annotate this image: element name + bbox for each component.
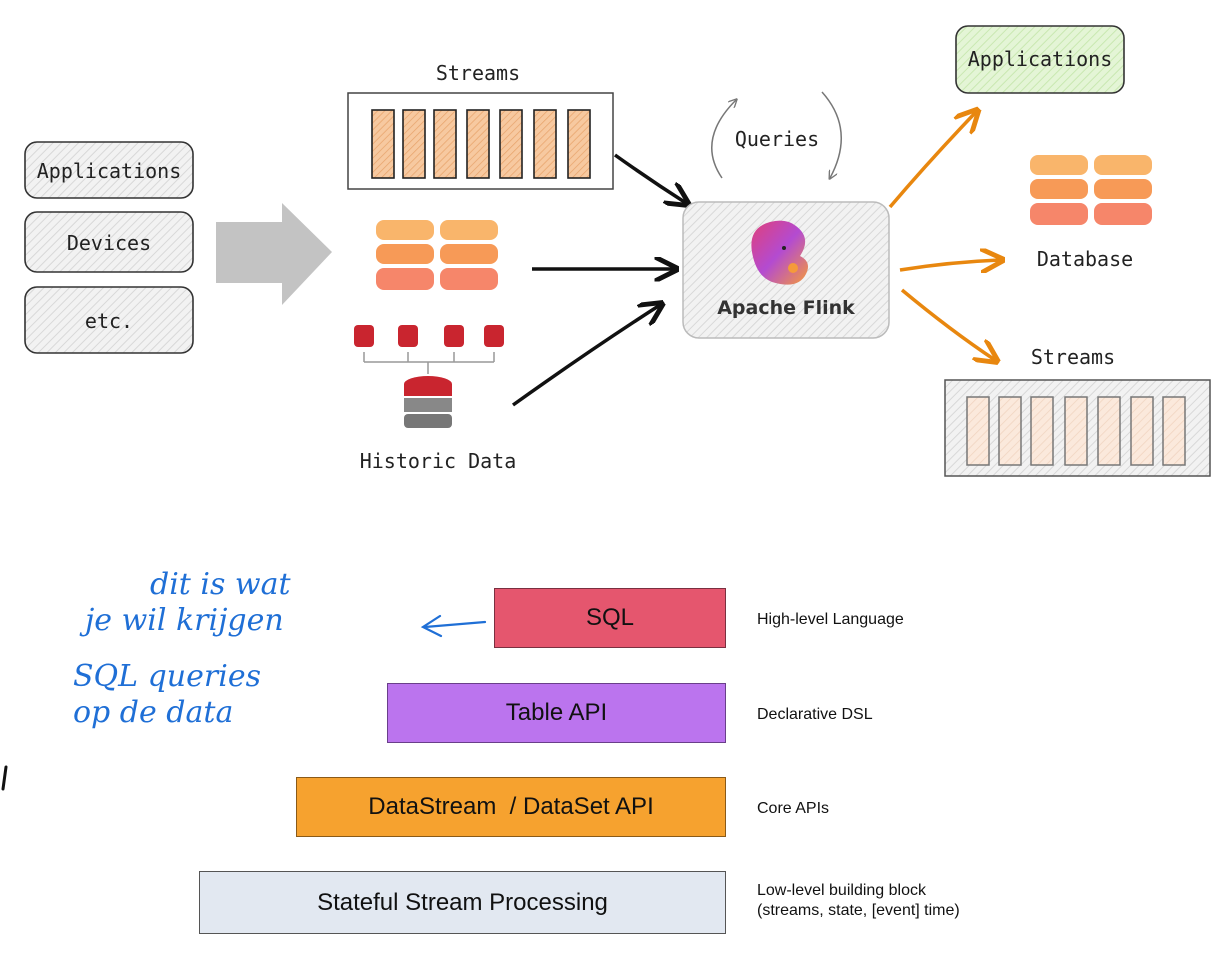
- ingest-arrow: [216, 203, 332, 305]
- output-applications-label: Applications: [968, 47, 1113, 71]
- source-etc-label: etc.: [85, 309, 133, 333]
- flink-to-streams-arrow: [900, 288, 995, 360]
- output-streams-label: Streams: [1031, 345, 1115, 369]
- historic-data-icon: [354, 325, 504, 428]
- output-database-label: Database: [1037, 247, 1133, 271]
- handwritten-annotation: dit is wat je wil krijgen SQL queries op…: [73, 567, 487, 730]
- layer-table-api-description: Declarative DSL: [757, 706, 873, 723]
- input-database-icon: [376, 220, 498, 290]
- layer-table-api: Table API: [387, 683, 726, 743]
- queries-arrow-right: [821, 91, 842, 178]
- annotation-line-1: dit is wat: [150, 567, 291, 602]
- layer-sql: SQL: [494, 588, 726, 648]
- output-streams-box: [944, 379, 1211, 477]
- layer-datastream-api-label: DataStream / DataSet API: [368, 793, 654, 820]
- layer-sql-label: SQL: [585, 604, 635, 631]
- input-stream-events: [371, 109, 591, 179]
- queries-arrow-left: [711, 100, 736, 179]
- layer-sql-description: High-level Language: [757, 611, 904, 628]
- queries-label: Queries: [735, 127, 819, 151]
- output-stream-events: [966, 396, 1186, 466]
- annotation-line-4: op de data: [73, 695, 233, 730]
- source-applications: Applications: [24, 141, 194, 199]
- input-streams-label: Streams: [436, 61, 520, 85]
- flink-to-applications-arrow: [888, 112, 976, 209]
- layer-stateful-description-line1: Low-level building block: [757, 882, 926, 899]
- layer-datastream-api-description: Core APIs: [757, 800, 830, 817]
- source-applications-label: Applications: [37, 159, 182, 183]
- flink-overview-diagram: Applications Devices etc. Streams: [24, 25, 1211, 477]
- source-etc: etc.: [24, 286, 194, 354]
- output-database-icon: [1030, 155, 1152, 225]
- source-devices-label: Devices: [67, 231, 151, 255]
- flink-squirrel-icon: [751, 220, 808, 285]
- flink-engine-box: Apache Flink: [682, 201, 890, 339]
- historic-data-label: Historic Data: [360, 449, 517, 473]
- source-devices: Devices: [24, 211, 194, 273]
- layer-stateful-description-line2: (streams, state, [event] time): [757, 902, 960, 919]
- flink-to-database-arrow: [899, 260, 1000, 270]
- output-applications: Applications: [955, 25, 1125, 94]
- historic-to-flink-arrow: [511, 305, 660, 407]
- layer-stateful-stream-processing-label: Stateful Stream Processing: [317, 888, 608, 916]
- annotation-line-3: SQL queries: [73, 659, 261, 694]
- annotation-arrow: [420, 614, 487, 638]
- layer-datastream-api: DataStream / DataSet API: [296, 777, 726, 837]
- flink-name: Apache Flink: [717, 297, 855, 319]
- stray-pen-mark: [1, 765, 8, 791]
- input-streams-box: [347, 92, 614, 190]
- streams-to-flink-arrow: [613, 153, 686, 203]
- annotation-line-2: je wil krijgen: [79, 603, 284, 638]
- layer-table-api-label: Table API: [505, 699, 608, 726]
- layer-stateful-stream-processing: Stateful Stream Processing: [199, 871, 726, 934]
